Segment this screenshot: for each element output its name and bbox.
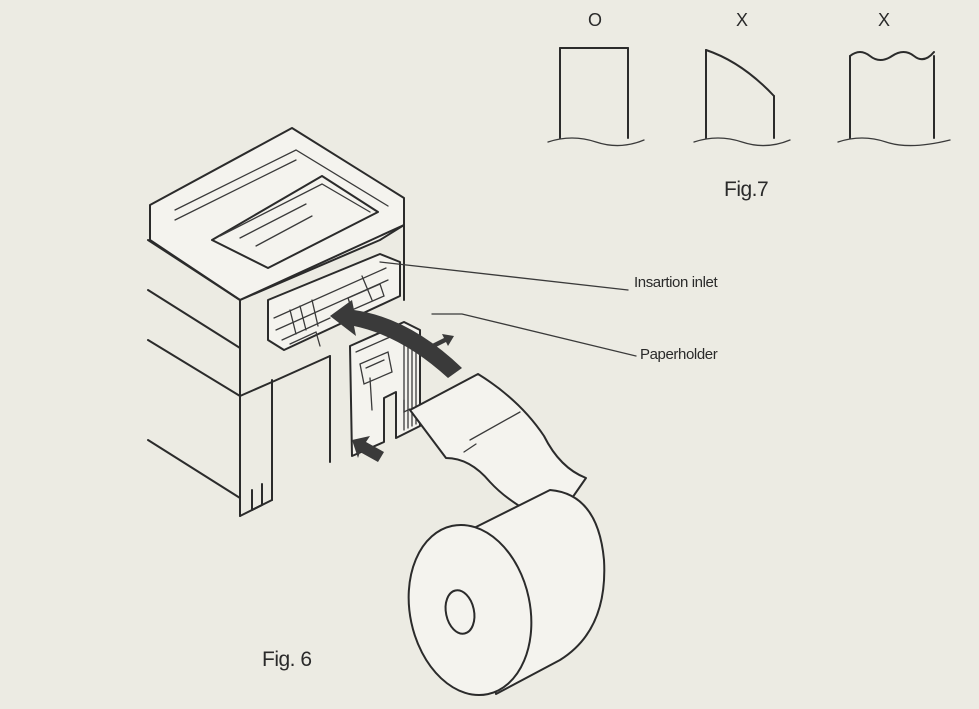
fig7-slanted-cut-example — [693, 49, 791, 147]
insertion-inlet-cavity — [267, 253, 401, 351]
fig7-mark-bad-wavy: X — [878, 10, 891, 30]
fig7-good-cut-example — [547, 47, 645, 147]
fig7-mark-good: O — [588, 10, 603, 30]
fig7-mark-bad-slanted: X — [736, 10, 749, 30]
fig7-wavy-cut-example — [837, 51, 951, 147]
holder-slide-arrow — [428, 334, 454, 350]
push-up-arrow — [352, 436, 384, 462]
paper-strip — [409, 373, 587, 525]
insertion-inlet-leader-line — [379, 261, 629, 291]
fig6-caption: Fig. 6 — [262, 648, 312, 671]
insertion-inlet-label: Insartion inlet — [634, 274, 718, 291]
fig7-caption: Fig.7 — [724, 178, 769, 201]
paper-holder-block — [349, 321, 421, 457]
paper-holder-leader-line — [431, 313, 637, 357]
insertion-direction-arrow — [330, 300, 462, 378]
paper-roll — [407, 489, 606, 697]
paper-holder-label: Paperholder — [640, 346, 718, 363]
printer-body — [147, 127, 405, 517]
